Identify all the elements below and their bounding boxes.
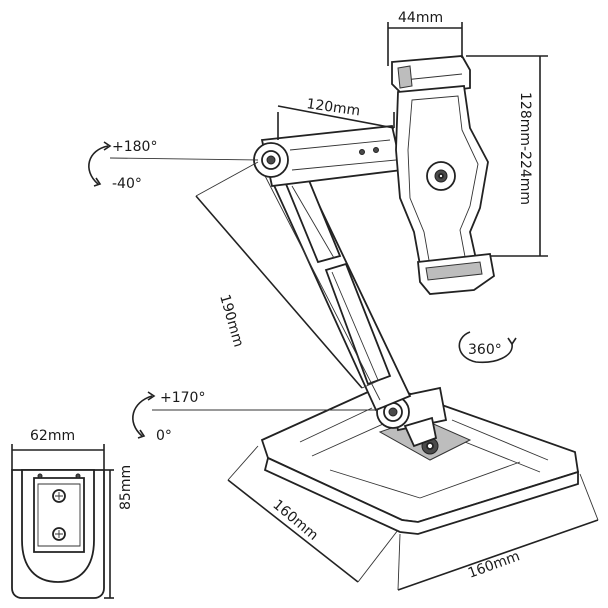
dimension-120mm (277, 105, 395, 140)
dimension-190mm (195, 161, 381, 389)
clamp-rotation-arrow (458, 331, 517, 364)
base-rotation-arrow (132, 391, 378, 439)
dim-label-128-224mm: 128mm-224mm (517, 92, 533, 205)
base-joint (376, 386, 448, 448)
dim-label-190mm: 190mm (216, 293, 246, 349)
dim-label-base-width: 160mm (466, 548, 522, 582)
dimension-base-width (397, 473, 599, 591)
tablet-holder (391, 55, 495, 295)
dim-label-base-depth: 160mm (269, 497, 321, 544)
upper-rotation-neg: -40° (112, 176, 142, 192)
upper-rotation-arrow (88, 141, 259, 187)
dimension-44mm (387, 22, 463, 66)
dim-label-mount-height: 85mm (118, 465, 134, 510)
dim-label-44mm: 44mm (398, 10, 443, 26)
base-rotation-pos: +170° (160, 390, 205, 406)
main-arm (256, 138, 412, 412)
dim-label-mount-width: 62mm (30, 428, 75, 444)
dimension-128-224mm (466, 55, 548, 257)
dim-label-120mm: 120mm (305, 96, 361, 119)
wall-mount-detail (11, 444, 114, 599)
base-rotation-zero: 0° (156, 428, 172, 444)
dimension-base-depth (227, 445, 399, 583)
upper-rotation-pos: +180° (112, 139, 157, 155)
upper-arm (253, 125, 404, 187)
clamp-rotation-label: 360° (468, 342, 502, 358)
